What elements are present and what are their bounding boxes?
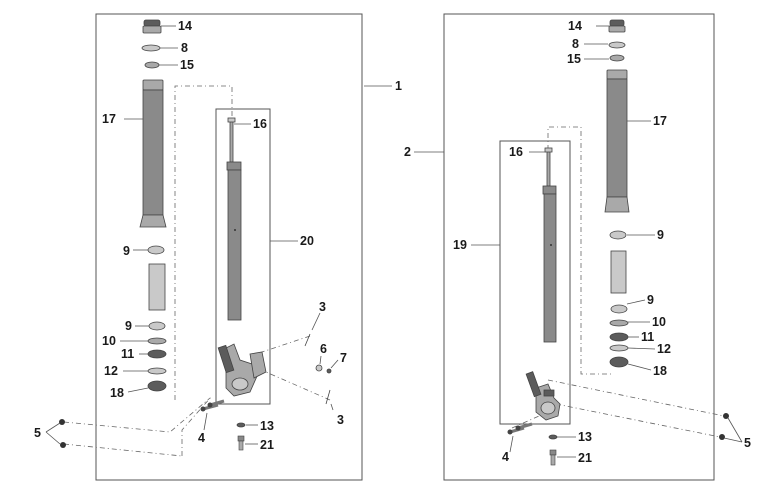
left-screw-line-3a [261, 335, 311, 353]
right-circlip [609, 344, 629, 352]
left-assembly-frame [95, 13, 363, 481]
callout-right-12: 12 [657, 342, 671, 356]
callout-left-18: 18 [110, 386, 124, 400]
left-plug [315, 364, 323, 372]
callout-right-9b: 9 [647, 293, 654, 307]
right-bolt-line-lower [555, 403, 721, 438]
right-fork-bottom [525, 371, 561, 421]
left-pinch-bolts [200, 399, 225, 412]
callout-right-13: 13 [578, 430, 592, 444]
right-bolt-line-upper [547, 379, 725, 417]
callout-assembly-1: 1 [395, 79, 402, 93]
left-washer [144, 61, 160, 69]
callout-left-4: 4 [198, 431, 205, 445]
left-o-ring-small [326, 368, 332, 374]
callout-left-13: 13 [260, 419, 274, 433]
right-bushing-upper [609, 230, 627, 240]
callout-left-16: 16 [253, 117, 267, 131]
callout-right-21: 21 [578, 451, 592, 465]
left-upper-tube [139, 79, 167, 228]
callout-right-15: 15 [567, 52, 581, 66]
right-drain-washer [548, 434, 558, 440]
left-screw-line-3b [265, 371, 331, 401]
callout-left-6: 6 [320, 342, 327, 356]
callout-left-14: 14 [178, 19, 192, 33]
right-washer [609, 54, 625, 62]
left-nut-upper [59, 419, 65, 425]
right-upper-tube [604, 69, 630, 213]
callout-left-21: 21 [260, 438, 274, 452]
right-damper-cartridge [542, 147, 557, 343]
right-drain-bolt [549, 449, 557, 466]
right-oil-seal [609, 332, 629, 342]
right-dust-seal [609, 356, 629, 368]
callout-right-14: 14 [568, 19, 582, 33]
left-screw-upper [304, 333, 311, 347]
left-assembly-line-top [174, 85, 233, 400]
right-nut-upper [723, 413, 729, 419]
left-bushing-upper [147, 245, 165, 255]
left-nut-lower [60, 442, 66, 448]
right-o-ring [608, 41, 626, 49]
right-bushing-lower [610, 304, 628, 314]
left-bushing-lower [148, 321, 166, 331]
left-bolt-line-lower [63, 443, 183, 457]
left-dust-seal [147, 380, 167, 392]
right-fork-assembly: 14 8 15 17 16 19 9 9 10 11 12 18 13 4 21… [404, 13, 751, 481]
callout-left-17: 17 [102, 112, 116, 126]
left-cartridge-frame [215, 108, 271, 405]
right-assembly-line-top [547, 126, 614, 375]
left-drain-bolt [237, 435, 245, 451]
callout-left-20: 20 [300, 234, 314, 248]
callout-right-16: 16 [509, 145, 523, 159]
left-drain-washer [236, 422, 246, 428]
left-fork-assembly: 14 8 15 17 9 9 10 11 12 18 16 20 3 3 6 7… [34, 13, 402, 481]
callout-left-9a: 9 [123, 244, 130, 258]
callout-left-5: 5 [34, 426, 41, 440]
left-bolt-line-upper [63, 397, 211, 433]
left-fork-bottom [217, 343, 267, 397]
callout-right-5: 5 [744, 436, 751, 450]
callout-right-8: 8 [572, 37, 579, 51]
callout-assembly-2: 2 [404, 145, 411, 159]
callout-right-18: 18 [653, 364, 667, 378]
left-circlip [147, 367, 167, 375]
left-o-ring [141, 44, 161, 52]
callout-left-10: 10 [102, 334, 116, 348]
callout-right-11: 11 [641, 330, 654, 344]
callout-right-19: 19 [453, 238, 467, 252]
left-top-cap [142, 19, 162, 34]
right-pinch-bolts [507, 422, 533, 435]
callout-right-4: 4 [502, 450, 509, 464]
callout-left-9b: 9 [125, 319, 132, 333]
right-top-cap [608, 19, 626, 33]
callout-right-10: 10 [652, 315, 666, 329]
left-oil-seal [147, 349, 167, 359]
right-assembly-frame [443, 13, 715, 481]
callout-left-7: 7 [340, 351, 347, 365]
right-spacer-tube [610, 250, 627, 294]
callout-left-12: 12 [104, 364, 118, 378]
callout-left-11: 11 [121, 347, 134, 361]
left-damper-cartridge [226, 117, 242, 321]
callout-right-9a: 9 [657, 228, 664, 242]
callout-left-15: 15 [180, 58, 194, 72]
right-backup-washer [609, 319, 629, 327]
left-spacer-tube [148, 263, 166, 311]
callout-right-17: 17 [653, 114, 667, 128]
callout-left-3a: 3 [319, 300, 326, 314]
right-nut-lower [719, 434, 725, 440]
callout-left-8: 8 [181, 41, 188, 55]
callout-left-3b: 3 [337, 413, 344, 427]
left-backup-washer [147, 337, 167, 345]
right-cartridge-frame [499, 140, 571, 425]
left-screw-lower [325, 389, 331, 405]
